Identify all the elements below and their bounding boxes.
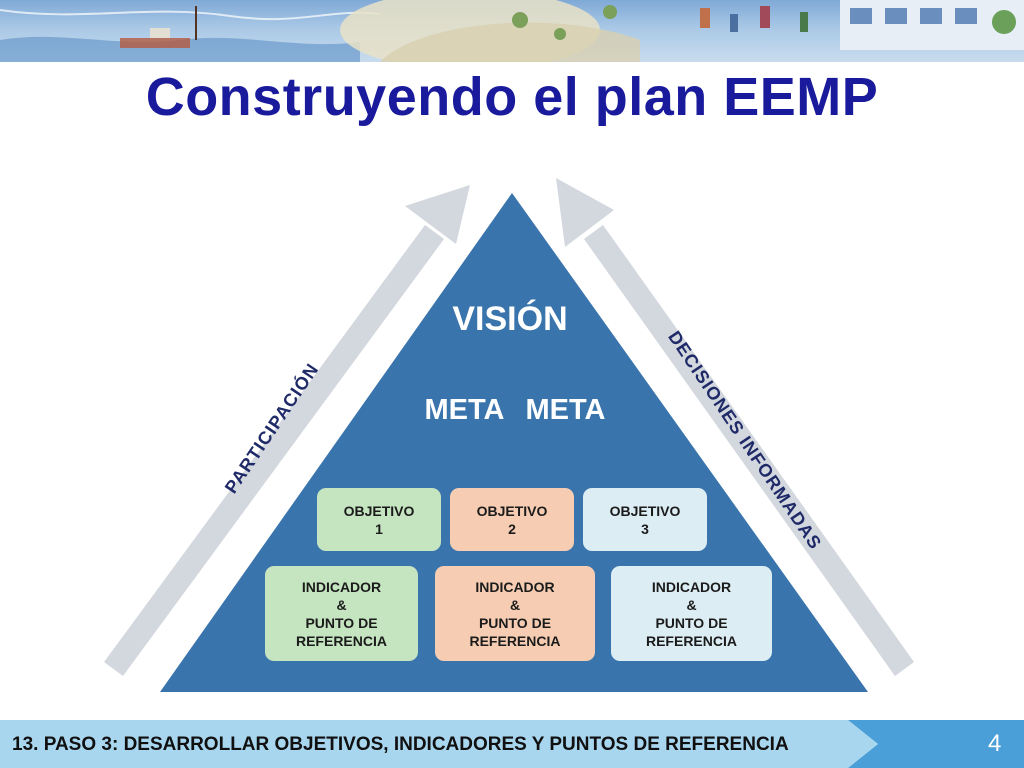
header-banner [0,0,1024,62]
footer-band [0,720,1024,768]
indicator-box-2: INDICADOR & PUNTO DE REFERENCIA [435,566,595,661]
indicator-line: REFERENCIA [645,632,737,649]
objective-number: 1 [375,520,383,537]
right-up-arrow-icon [556,178,914,676]
indicator-line: & [686,596,697,613]
goals-label: META META [424,394,606,426]
indicator-line: INDICADOR [301,578,382,595]
page-title: Construyendo el plan EEMP [145,67,879,127]
indicator-line: INDICADOR [651,578,732,595]
indicator-line: INDICADOR [475,578,555,595]
left-up-arrow-icon [104,185,470,676]
page-number: 4 [988,730,1002,757]
objective-number: 2 [508,520,516,537]
objective-box-2: OBJETIVO 2 [450,488,574,551]
vision-label: VISIÓN [452,300,568,338]
indicator-line: & [509,596,521,613]
indicator-line: & [336,596,347,613]
footer-step-text: 13. PASO 3: DESARROLLAR OBJETIVOS, INDIC… [12,734,789,755]
indicator-box-1: INDICADOR & PUNTO DE REFERENCIA [265,566,418,661]
indicator-line: PUNTO DE [655,614,728,631]
objective-number: 3 [641,520,649,537]
indicator-line: PUNTO DE [478,614,552,631]
banner-illustration-icon [0,0,1024,62]
objective-box-1: OBJETIVO 1 [317,488,441,551]
objective-title: OBJETIVO [476,502,548,519]
objective-box-3: OBJETIVO 3 [583,488,707,551]
objective-title: OBJETIVO [609,502,681,519]
indicator-box-3: INDICADOR & PUNTO DE REFERENCIA [611,566,772,661]
objective-title: OBJETIVO [343,502,415,519]
indicator-line: REFERENCIA [295,632,387,649]
indicator-line: PUNTO DE [305,614,378,631]
indicator-line: REFERENCIA [469,632,561,649]
